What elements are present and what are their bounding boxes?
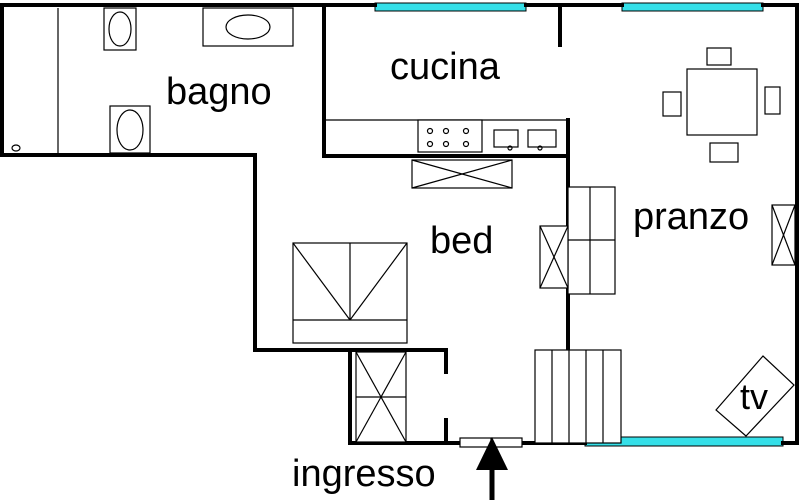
chair-icon — [662, 91, 682, 117]
room-label-bed: bed — [430, 220, 493, 262]
room-label-cucina: cucina — [390, 46, 501, 88]
room-label-pranzo: pranzo — [633, 196, 749, 238]
chair-icon — [709, 142, 739, 163]
bagno-fixtures — [11, 7, 294, 154]
entrance-arrow-icon — [476, 437, 508, 500]
window-pranzo-top — [621, 2, 764, 12]
entrance-label: ingresso — [292, 453, 436, 495]
bed-icon — [292, 242, 408, 344]
bathtub-icon — [202, 7, 294, 47]
room-label-tv: tv — [740, 376, 768, 417]
tv-icon — [715, 355, 795, 437]
walls — [0, 3, 799, 445]
dining-table-icon — [662, 47, 781, 163]
window-cucina — [374, 2, 527, 12]
wardrobe-icon — [771, 204, 796, 266]
stove-icon — [417, 119, 483, 153]
stairs-icon — [534, 349, 622, 444]
room-label-bagno: bagno — [166, 71, 272, 113]
closet-icon — [355, 351, 407, 443]
drain-icon — [11, 144, 21, 152]
toilet-icon — [109, 105, 151, 154]
sink-icon — [493, 129, 519, 148]
chair-icon — [706, 47, 732, 66]
sofa-icon — [539, 186, 616, 295]
chair-icon — [764, 86, 781, 115]
kitchen-counter — [324, 119, 568, 189]
